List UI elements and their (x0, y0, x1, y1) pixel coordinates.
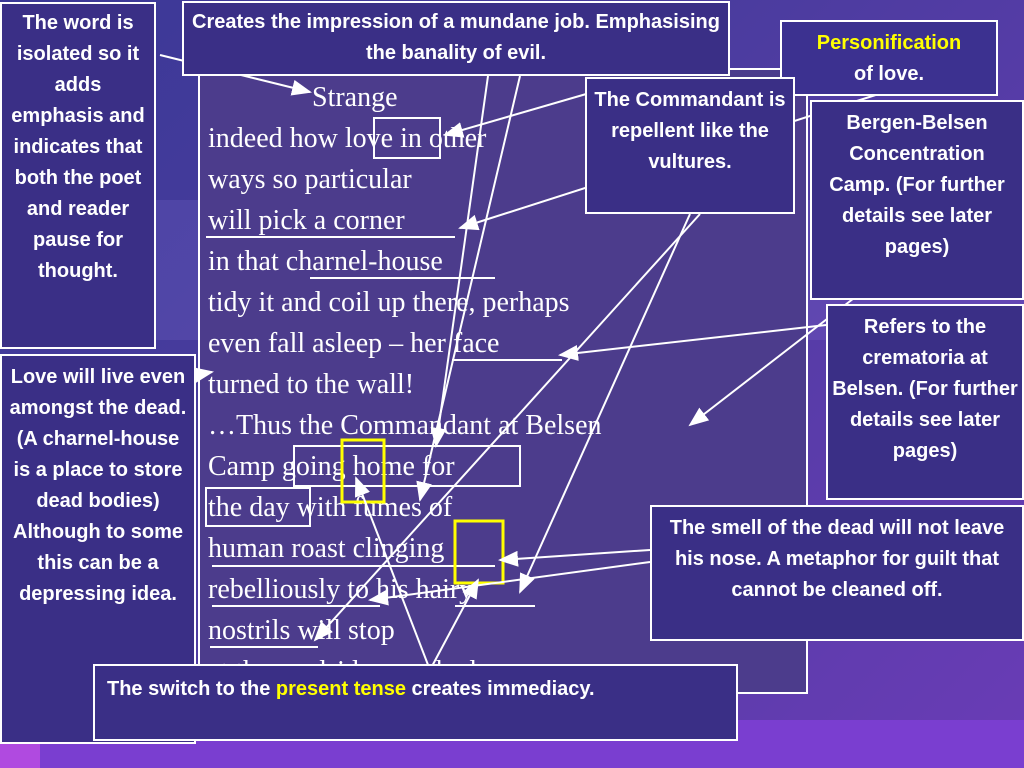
white-boxes (205, 117, 521, 527)
note-commandant: The Commandant is repellent like the vul… (585, 77, 795, 214)
arrow-present-tense-going (355, 476, 431, 671)
box-going-home (293, 445, 521, 487)
poem-line-5: in that charnel-house (208, 246, 443, 277)
arrow-love (443, 89, 601, 138)
note-smell: The smell of the dead will not leave his… (650, 505, 1024, 641)
note-crematoria: Refers to the crematoria at Belsen. (For… (826, 304, 1024, 500)
poem-line-3: ways so particular (208, 164, 412, 195)
underlines (206, 236, 562, 648)
arrow-rebelliously (368, 561, 651, 606)
poem-line-12: human roast clinging (208, 533, 445, 564)
arrow-nostrils (313, 213, 701, 642)
note-isolated-word: The word is isolated so it adds emphasis… (0, 2, 156, 349)
poem-line-8: turned to the wall! (208, 369, 415, 400)
box-clinging-yellow (453, 519, 505, 585)
poem-line-11: the day with fumes of (208, 492, 453, 523)
poem-line-14: nostrils will stop (208, 615, 395, 646)
arrow-the-day (416, 75, 521, 502)
note-bergen-belsen: Bergen-Belsen Concentration Camp. (For f… (810, 100, 1024, 300)
poem-line-6: tidy it and coil up there, perhaps (208, 287, 570, 318)
arrow-going-home (430, 75, 489, 448)
poem-line-10: Camp going home for (208, 451, 455, 482)
personification-label: Personification (816, 32, 962, 54)
poem-line-13: rebelliously to his hairy (208, 574, 474, 605)
box-the-day (205, 487, 311, 527)
arrow-human-roast (498, 549, 651, 567)
note-present-tense: The switch to the present tense creates … (93, 664, 738, 741)
yellow-boxes (340, 438, 505, 585)
note-personification: Personification of love. (780, 20, 998, 96)
poem-line-9: …Thus the Commandant at Belsen (208, 410, 602, 441)
arrow-her-face (558, 324, 827, 361)
poem-line-1: Strange (312, 82, 398, 113)
box-love (373, 117, 441, 159)
arrow-present-tense-clinging (429, 578, 479, 671)
personification-rest: of love. (853, 63, 924, 85)
note-mundane-job: Creates the impression of a mundane job.… (182, 1, 730, 76)
arrow-hairy (519, 213, 691, 594)
poem-line-4: will pick a corner (208, 205, 405, 236)
box-going-yellow (340, 438, 386, 504)
present-tense-label: present tense (275, 678, 406, 700)
